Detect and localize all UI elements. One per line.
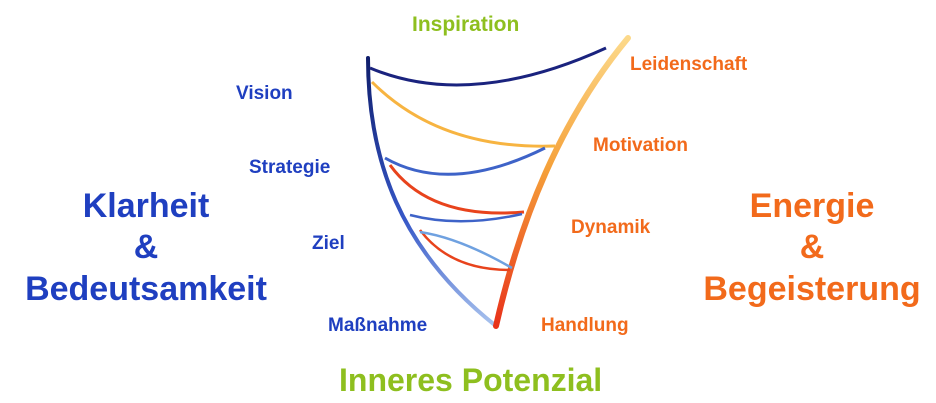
label-dynamik: Dynamik <box>571 217 651 238</box>
curve-strategie <box>384 146 546 176</box>
summary-klarheit: Klarheit <box>82 187 210 225</box>
curve-vision <box>369 46 607 87</box>
funnel-right-edge <box>493 35 631 329</box>
summary-energie: Energie <box>749 187 875 225</box>
curve-inspiration <box>370 80 556 148</box>
summary-begeisterung: Begeisterung <box>703 269 921 308</box>
label-inspiration: Inspiration <box>412 13 520 36</box>
label-ziel: Ziel <box>312 233 345 254</box>
label-strategie: Strategie <box>249 157 331 178</box>
label-motivation: Motivation <box>593 135 688 156</box>
left-summary: Klarheit & Bedeutsamkeit <box>0 186 292 310</box>
funnel-left-edge <box>366 56 498 328</box>
label-massnahme: Maßnahme <box>328 315 428 336</box>
label-handlung: Handlung <box>541 315 629 336</box>
label-leidenschaft: Leidenschaft <box>630 54 748 75</box>
curve-handlung <box>419 230 513 270</box>
right-summary: Energie & Begeisterung <box>688 186 936 310</box>
summary-bedeutsamkeit: Bedeutsamkeit <box>25 269 267 308</box>
curve-dynamik <box>419 229 511 272</box>
summary-ampersand-left: & <box>133 228 159 267</box>
label-vision: Vision <box>236 83 293 104</box>
curve-ziel <box>409 212 523 223</box>
label-inneres-potenzial: Inneres Potenzial <box>339 362 603 398</box>
curve-motivation <box>388 164 525 215</box>
summary-ampersand-right: & <box>799 228 825 267</box>
